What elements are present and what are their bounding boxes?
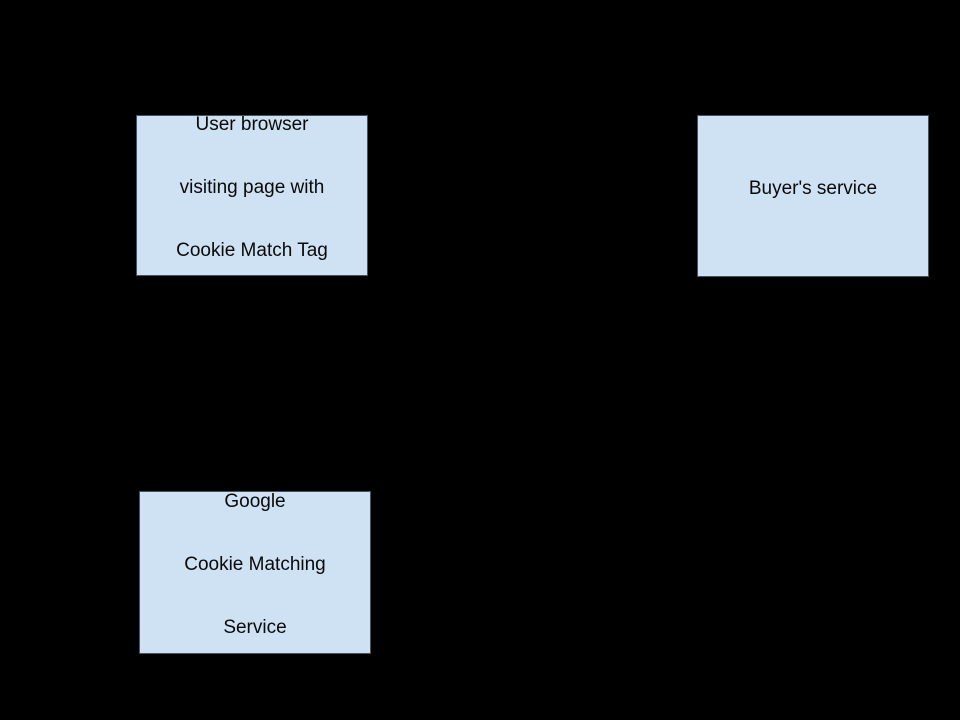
- label-line: Buyer's service: [748, 177, 878, 199]
- node-user-browser-label: User browser visiting page with Cookie M…: [176, 72, 328, 303]
- node-google-cookie-matching-service: Google Cookie Matching Service: [139, 491, 371, 654]
- label-line: visiting page with: [179, 177, 325, 198]
- node-google-cookie-matching-service-label: Google Cookie Matching Service: [184, 449, 326, 680]
- node-buyers-service: Buyer's service: [697, 115, 929, 277]
- label-line: Google: [224, 491, 286, 512]
- label-line: Cookie Match Tag: [176, 240, 328, 261]
- label-line: User browser: [195, 114, 309, 135]
- label-line: Service: [223, 617, 287, 638]
- label-line: Cookie Matching: [184, 554, 326, 575]
- node-buyers-service-label: Buyer's service: [749, 136, 877, 241]
- node-user-browser: User browser visiting page with Cookie M…: [136, 114, 368, 276]
